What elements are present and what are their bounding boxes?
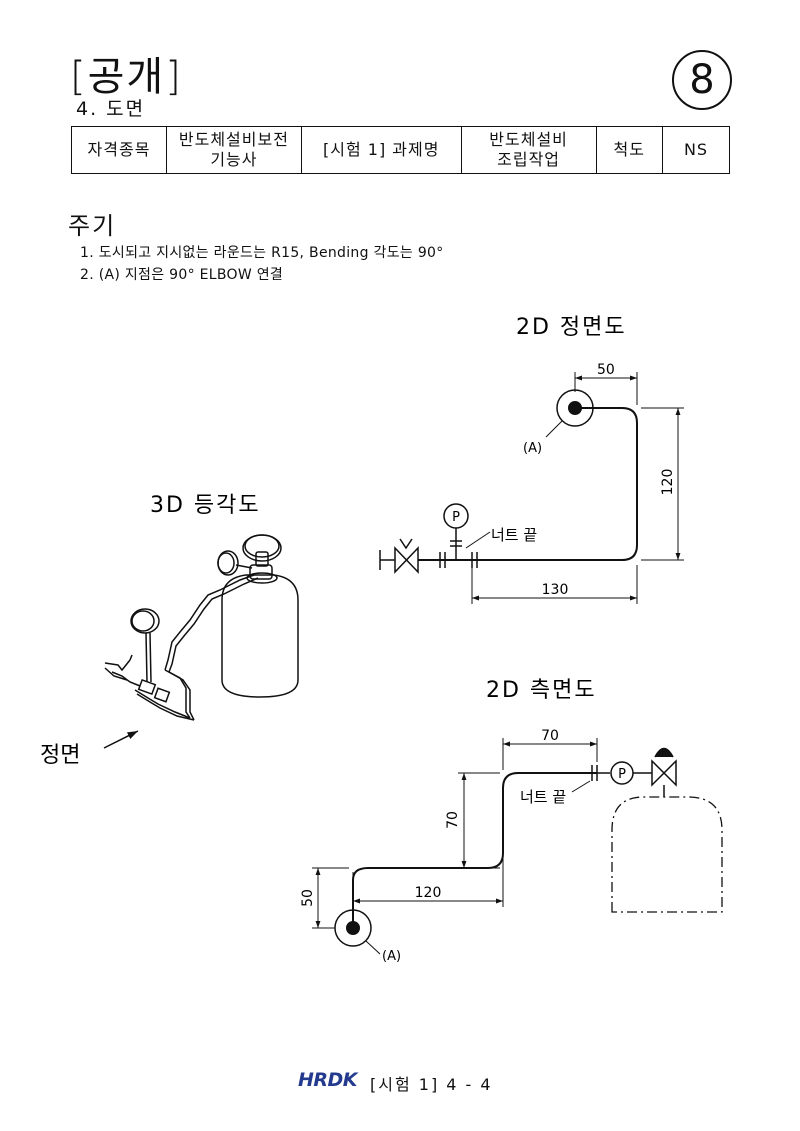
note-item-1: 1. 도시되고 지시없는 라운드는 R15, Bending 각도는 90° — [80, 245, 444, 261]
page-number-badge: 8 — [672, 50, 732, 110]
front-dim-bottom: 130 — [542, 582, 569, 598]
front-view-title: 2D 정면도 — [516, 315, 627, 340]
front-direction-label: 정면 — [40, 743, 80, 768]
side-dim-mid: 70 — [445, 811, 461, 829]
side-valve-icon — [651, 759, 677, 787]
front-nut-label: 너트 끝 — [491, 526, 537, 544]
cell-text: 자격종목 — [87, 140, 151, 159]
side-dim-top: 70 — [541, 728, 559, 744]
side-dim-left: 50 — [300, 889, 316, 907]
side-gauge-label: P — [618, 767, 626, 782]
cell-text: 반도체설비보전 기능사 — [178, 130, 289, 169]
side-dim-bottom: 120 — [415, 885, 442, 901]
cell-text: 척도 — [613, 140, 645, 159]
cell-scale-value: NS — [662, 126, 730, 174]
front-point-label: (A) — [523, 441, 542, 456]
side-nut-label: 너트 끝 — [520, 788, 566, 806]
side-pipe — [352, 772, 597, 928]
cell-text: [시험 1] 과제명 — [323, 140, 440, 159]
side-view — [312, 738, 723, 955]
hrdk-logo: HRDK — [298, 1069, 358, 1091]
cell-task-label: [시험 1] 과제명 — [300, 126, 462, 174]
valve-icon — [394, 546, 419, 574]
section-heading: 4. 도면 — [76, 98, 146, 120]
info-table-row: 자격종목 반도체설비보전 기능사 [시험 1] 과제명 반도체설비 조립작업 척… — [71, 126, 730, 174]
elbow-a-dot — [568, 401, 582, 415]
front-dim-right: 120 — [660, 469, 676, 496]
footer-page-label: [시험 1] 4 - 4 — [370, 1075, 493, 1094]
front-direction-arrow — [103, 730, 139, 749]
front-dim-top: 50 — [597, 362, 615, 378]
iso-view-title: 3D 등각도 — [150, 493, 261, 518]
note-item-2: 2. (A) 지점은 90° ELBOW 연결 — [80, 267, 284, 283]
cell-task-value: 반도체설비 조립작업 — [460, 126, 597, 174]
gas-cylinder — [221, 600, 299, 698]
side-cylinder-outline — [611, 796, 723, 913]
front-view — [379, 372, 684, 604]
cell-text: 반도체설비 조립작업 — [489, 130, 568, 169]
side-elbow-a-dot — [346, 921, 360, 935]
cell-scale-label: 척도 — [595, 126, 664, 174]
cell-qualification-value: 반도체설비보전 기능사 — [165, 126, 302, 174]
notes-title: 주기 — [68, 212, 117, 240]
iso-gauge — [130, 608, 160, 634]
info-table: 자격종목 반도체설비보전 기능사 [시험 1] 과제명 반도체설비 조립작업 척… — [71, 126, 730, 174]
cell-qualification-label: 자격종목 — [71, 126, 167, 174]
side-view-title: 2D 측면도 — [486, 678, 597, 703]
cell-text: NS — [683, 140, 709, 159]
front-pipe — [472, 407, 638, 561]
side-point-label: (A) — [382, 949, 401, 964]
pressure-gauge-icon — [443, 503, 469, 529]
page-title: [공개] — [70, 54, 183, 100]
iso-view — [104, 534, 299, 721]
front-gauge-label: P — [452, 510, 460, 525]
